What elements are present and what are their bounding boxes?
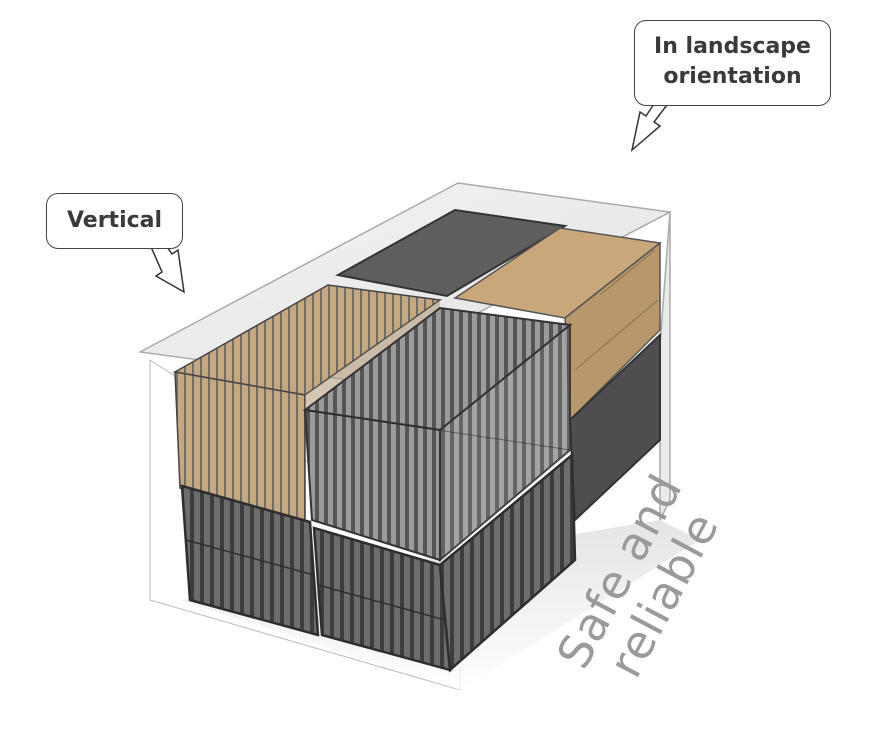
vertical-label: Vertical xyxy=(66,208,163,233)
back-dark-crate xyxy=(335,208,568,298)
bottom-left-crate xyxy=(180,484,320,637)
landscape-callout: In landscape orientation xyxy=(634,20,831,106)
container-loading-illustration xyxy=(137,93,700,691)
landscape-carton xyxy=(453,227,662,422)
front-grey-crate-top xyxy=(302,306,573,563)
bottom-right-crate xyxy=(312,452,577,673)
landscape-label-line2: orientation xyxy=(663,64,802,89)
landscape-label-line1: In landscape xyxy=(654,34,811,59)
vertical-callout: Vertical xyxy=(46,193,183,249)
